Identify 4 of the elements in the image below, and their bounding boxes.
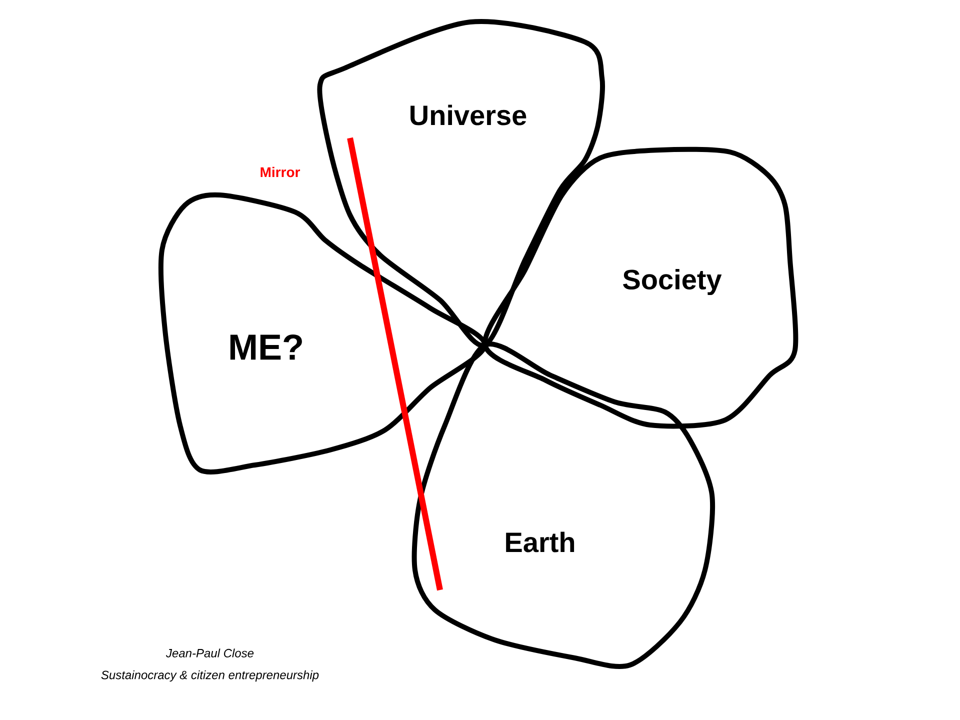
author-name: Jean-Paul Close <box>166 648 254 658</box>
mirror-label: Mirror <box>260 166 300 178</box>
mirror-bar <box>347 137 443 591</box>
credit-text: Sustainocracy & citizen entrepreneurship <box>101 670 319 682</box>
